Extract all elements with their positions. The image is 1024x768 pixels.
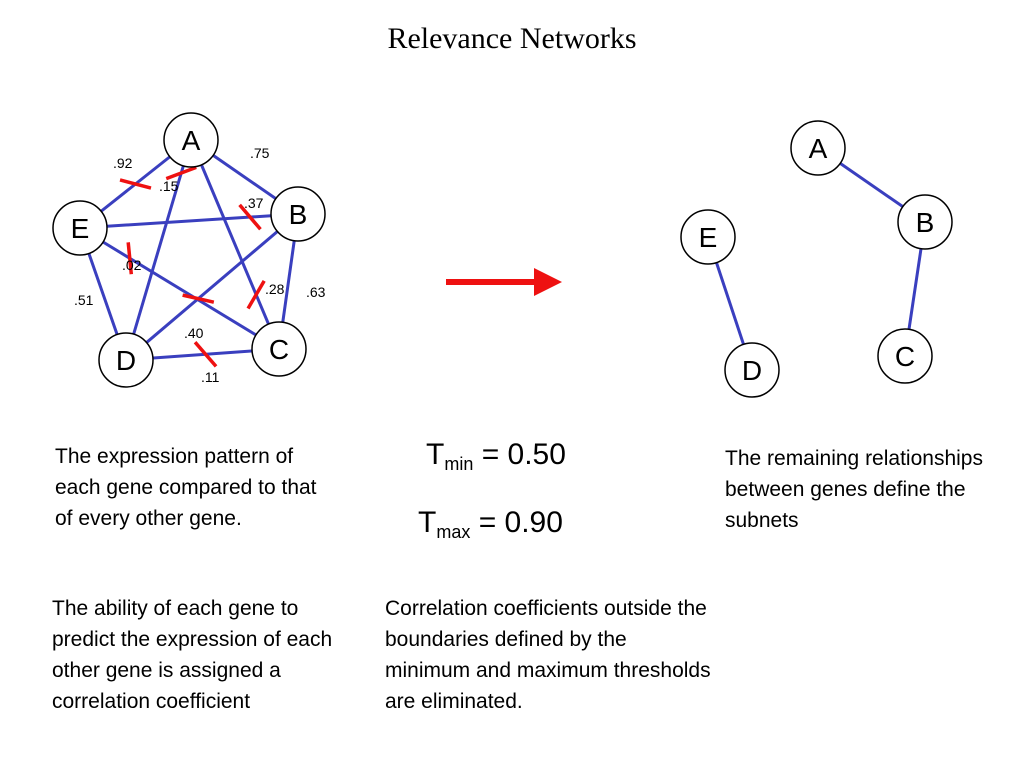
edge-label-A-C: .28 <box>265 281 285 297</box>
right-node-C: C <box>877 328 933 384</box>
remaining-description: The remaining relationships between gene… <box>725 447 983 532</box>
threshold-max-symbol: T <box>418 506 437 539</box>
left-network-cut-marks <box>119 165 266 368</box>
right-node-label-D: D <box>742 355 762 386</box>
left-node-circle-C <box>251 321 307 377</box>
threshold-max: Tmax = 0.90 <box>418 506 563 543</box>
right-node-E: E <box>680 209 736 265</box>
edge-label-B-D: .40 <box>184 325 204 341</box>
edge-label-E-C: .02 <box>122 257 142 273</box>
right-node-label-B: B <box>916 207 935 238</box>
threshold-min: Tmin = 0.50 <box>426 438 566 475</box>
left-node-label-C: C <box>269 334 289 365</box>
cut-mark-A-E <box>119 178 152 190</box>
page-title: Relevance Networks <box>387 22 637 55</box>
transform-arrow <box>446 268 562 296</box>
expression-description: The expression pattern of each gene comp… <box>55 445 317 530</box>
correlation-description: Correlation coefficients outside the bou… <box>385 597 711 713</box>
edge-label-A-B: .75 <box>250 145 270 161</box>
left-node-A: A <box>163 112 219 168</box>
right-node-circle-C <box>877 328 933 384</box>
left-node-label-B: B <box>289 199 308 230</box>
left-node-C: C <box>251 321 307 377</box>
edge-label-E-D: .51 <box>74 292 94 308</box>
right-node-circle-E <box>680 209 736 265</box>
left-network-nodes: A B C D E <box>52 112 326 388</box>
edge-A-D <box>124 139 193 361</box>
edge-label-E-B: .37 <box>244 195 264 211</box>
left-node-circle-A <box>163 112 219 168</box>
threshold-min-subscript: min <box>444 454 474 474</box>
right-node-circle-D <box>724 342 780 398</box>
edge-A-C <box>189 139 281 350</box>
cut-mark-B-D <box>182 293 215 304</box>
threshold-min-symbol: T <box>426 438 445 471</box>
edge-label-A-E: .92 <box>113 155 133 171</box>
right-node-circle-A <box>790 120 846 176</box>
left-node-label-A: A <box>182 125 201 156</box>
cut-mark-E-C <box>126 242 134 275</box>
cut-mark-E-B <box>238 203 262 231</box>
right-node-B: B <box>897 194 953 250</box>
right-node-circle-B <box>897 194 953 250</box>
right-node-A: A <box>790 120 846 176</box>
right-node-D: D <box>724 342 780 398</box>
left-network-edge-labels: .75 .92 .15 .28 .37 .02 .51 .63 .40 .11 <box>74 145 326 385</box>
edge-E-B <box>79 212 299 230</box>
right-network-nodes: A B C D E <box>680 120 953 398</box>
edge-E-C <box>79 226 280 351</box>
edge-B-D <box>125 212 299 362</box>
left-node-circle-D <box>98 332 154 388</box>
ability-description: The ability of each gene to predict the … <box>52 597 333 713</box>
cut-mark-D-C <box>193 341 218 368</box>
left-node-B: B <box>270 186 326 242</box>
threshold-min-value: = 0.50 <box>481 438 566 471</box>
left-node-circle-E <box>52 200 108 256</box>
left-node-circle-B <box>270 186 326 242</box>
right-node-label-E: E <box>699 222 718 253</box>
edge-label-B-C: .63 <box>306 284 326 300</box>
edge-label-D-C: .11 <box>201 369 220 385</box>
relevance-network-diagram: A B C D E .75 .92 .15 .28 .37 .02 .51 .63 .40 .11 A B C… <box>52 112 953 398</box>
right-node-label-C: C <box>895 341 915 372</box>
threshold-max-value: = 0.90 <box>478 506 563 539</box>
right-node-label-A: A <box>809 133 828 164</box>
threshold-max-subscript: max <box>436 522 471 542</box>
left-node-label-D: D <box>116 345 136 376</box>
cut-mark-A-D <box>165 165 197 181</box>
cut-mark-A-C <box>246 279 266 310</box>
edge-label-A-D: .15 <box>159 178 179 194</box>
left-node-label-E: E <box>71 213 90 244</box>
left-node-D: D <box>98 332 154 388</box>
left-node-E: E <box>52 200 108 256</box>
